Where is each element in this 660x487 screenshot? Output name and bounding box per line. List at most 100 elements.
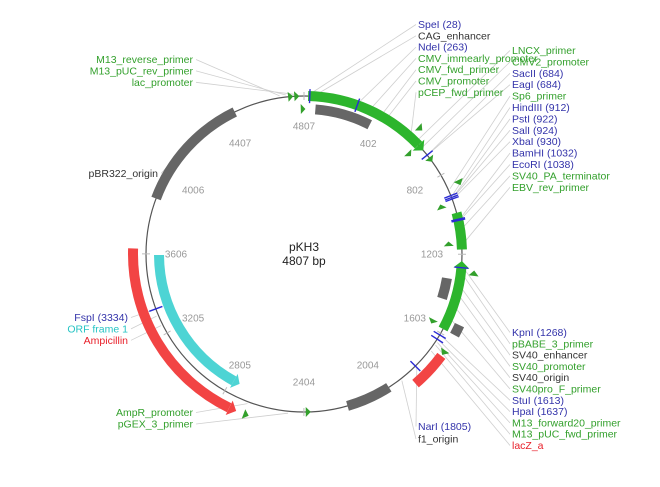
leader-M13pUCrev	[195, 70, 286, 96]
primer-arrow	[300, 104, 306, 115]
enzyme-sites	[149, 89, 469, 372]
leader-HindIII	[452, 107, 511, 196]
tick-label: 2805	[229, 360, 252, 371]
primer-arrow	[441, 347, 450, 355]
label-NarI: NarI (1805)	[418, 421, 471, 433]
enzyme-site	[421, 150, 434, 160]
label-M13pUCrev: M13_pUC_rev_primer	[90, 65, 194, 77]
leader-M13rev	[195, 59, 280, 97]
label-SacII: SacII (684)	[512, 68, 563, 80]
enzyme-site	[444, 192, 458, 199]
pbr322-origin-arc	[151, 107, 237, 201]
tick-label: 3606	[165, 249, 188, 260]
plasmid-name: pKH3	[289, 240, 319, 254]
label-SV40enh: SV40_enhancer	[512, 350, 588, 362]
leader-HpaI	[438, 339, 511, 412]
label-SV40proF: SV40pro_F_primer	[512, 384, 601, 396]
sv40-enhancer-arc	[450, 323, 465, 338]
orf-frame-arc	[154, 254, 237, 386]
leader-SV40PA	[461, 175, 511, 229]
enzyme-site	[409, 360, 421, 372]
cag-enhancer-arc	[314, 104, 373, 130]
enzyme-site	[354, 98, 361, 113]
leader-Sp6	[449, 95, 511, 189]
label-CAG: CAG_enhancer	[418, 30, 491, 42]
label-Amp: Ampicillin	[84, 335, 129, 347]
cmv-promoter-arc	[307, 91, 423, 149]
leader-EBV	[463, 187, 511, 244]
primer-arrow	[437, 204, 447, 211]
label-M13rev: M13_reverse_primer	[96, 54, 193, 66]
label-CMVp: CMV_promoter	[418, 76, 490, 88]
enzyme-site	[451, 218, 466, 223]
leader-lacZ	[430, 350, 511, 446]
tick-marks: 4028021203160320042404280532053606400644…	[141, 92, 467, 417]
label-pBR322: pBR322_origin	[89, 168, 159, 180]
tick-label: 802	[407, 186, 424, 197]
leader-M13pUCfwd	[435, 344, 511, 435]
label-ORF: ORF frame 1	[67, 323, 128, 335]
leader-KpnI	[463, 267, 511, 333]
label-EBV: EBV_rev_primer	[512, 182, 590, 194]
label-XbaI: XbaI (930)	[512, 136, 561, 148]
leader-SV40enh	[460, 286, 511, 356]
label-CMVfwd: CMV_fwd_primer	[418, 64, 500, 76]
label-KpnI: KpnI (1268)	[512, 327, 567, 339]
tick-mark	[437, 330, 445, 336]
label-NdeI: NdeI (263)	[418, 42, 468, 54]
leader-CMV2	[422, 61, 511, 148]
primer-arrow	[414, 123, 423, 131]
leader-SalI	[453, 130, 511, 198]
leader-BamHI	[459, 152, 511, 220]
primer-arrow	[287, 91, 294, 102]
label-lacZ: lacZ_a	[512, 440, 544, 452]
primer-arrow	[241, 409, 249, 419]
label-EagI: EagI (684)	[512, 79, 561, 91]
tick-label: 402	[360, 139, 377, 150]
small-feature-arrows	[241, 91, 479, 419]
leader-Amp	[130, 325, 162, 341]
label-FspI: FspI (3334)	[74, 312, 128, 324]
primer-arrow	[453, 177, 463, 186]
leader-lines	[130, 24, 511, 446]
label-BamHI: BamHI (1032)	[512, 148, 577, 160]
leader-pGEX	[195, 412, 289, 425]
primer-arrow	[443, 241, 454, 247]
label-SV40PA: SV40_PA_terminator	[512, 170, 610, 182]
plasmid-length: 4807 bp	[282, 254, 326, 268]
primer-arrow	[305, 406, 311, 417]
cmv-promoter-arc-head	[412, 139, 425, 151]
label-f1: f1_origin	[418, 434, 458, 446]
label-SalI: SalI (924)	[512, 125, 558, 137]
label-M13pUCfwd: M13_pUC_fwd_primer	[512, 429, 618, 441]
label-pGEX: pGEX_3_primer	[118, 419, 194, 431]
leader-EcoRI	[460, 164, 511, 221]
leader-SV40prom	[458, 294, 511, 367]
orf-frame-arc-head	[229, 373, 240, 388]
leader-f1	[401, 380, 417, 440]
tick-label: 4407	[229, 139, 252, 150]
tick-label: 4807	[293, 122, 316, 133]
enzyme-site	[433, 330, 447, 340]
enzyme-site	[149, 305, 163, 312]
leader-pCEP	[410, 92, 417, 136]
label-CMVim: CMV_immearly_promoter	[418, 53, 538, 65]
label-PstI: PstI (922)	[512, 113, 558, 125]
label-Sp6: Sp6_primer	[512, 91, 567, 103]
leader-NdeI	[357, 46, 417, 104]
leader-pBABE	[462, 274, 511, 345]
label-pBABE: pBABE_3_primer	[512, 338, 594, 350]
leader-CAG	[316, 35, 417, 95]
primer-arrow	[468, 270, 479, 277]
primer-arrow	[425, 154, 434, 162]
label-lacprom: lac_promoter	[132, 77, 194, 89]
leader-SV40ori	[454, 306, 511, 378]
tick-mark	[222, 387, 228, 395]
label-LNCX: LNCX_primer	[512, 45, 576, 57]
enzyme-site	[445, 195, 459, 203]
enzyme-site	[308, 89, 311, 104]
tick-label: 2004	[357, 360, 380, 371]
label-HpaI: HpaI (1637)	[512, 406, 567, 418]
